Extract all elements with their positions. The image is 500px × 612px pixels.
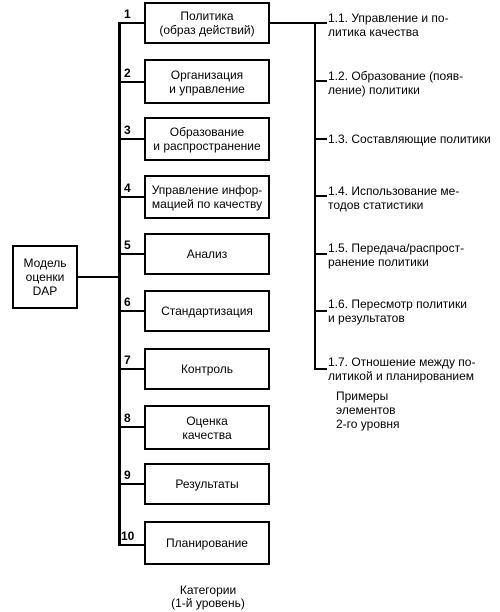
subitem-connector-3 — [315, 138, 327, 140]
category-connector-10 — [120, 544, 144, 546]
category-box-4: Управление инфор- мацией по качеству — [144, 175, 270, 219]
subitem-connector-4 — [315, 195, 327, 197]
category-number-7: 7 — [124, 353, 131, 367]
category-connector-2 — [120, 81, 144, 83]
category-label-8: Оценка качества — [182, 413, 232, 442]
category-box-10: Планирование — [144, 521, 270, 565]
category-label-3: Образование и распространение — [153, 125, 261, 153]
category-number-2: 2 — [124, 66, 131, 80]
subitem-connector-5 — [315, 253, 327, 255]
category-number-10: 10 — [121, 529, 135, 543]
subitem-2: 1.2. Образование (появ- ление) политики — [328, 69, 464, 97]
category-label-1: Политика (образ действий) — [159, 9, 255, 37]
examples-label: Примеры элементов 2-го уровня — [336, 389, 400, 431]
category-number-8: 8 — [124, 411, 131, 425]
category-label-2: Организация и управление — [169, 67, 245, 96]
category-box-8: Оценка качества — [144, 405, 270, 450]
category-connector-7 — [120, 368, 144, 370]
category-label-10: Планирование — [166, 536, 248, 550]
category-number-9: 9 — [124, 468, 131, 482]
categories-label: Категории (1-й уровень) — [171, 583, 245, 610]
category-connector-9 — [120, 483, 144, 485]
category-number-1: 1 — [124, 7, 131, 21]
category-box-5: Анализ — [144, 233, 270, 275]
category-connector-3 — [120, 138, 144, 140]
category-connector-4 — [120, 196, 144, 198]
category-box-7: Контроль — [144, 348, 270, 390]
subitem-3: 1.3. Составляющие политики — [328, 132, 491, 146]
subitem-connector — [270, 22, 316, 24]
subitem-connector-6 — [315, 310, 327, 312]
category-number-3: 3 — [124, 123, 131, 137]
subitem-1: 1.1. Управление и по- литика качества — [328, 11, 449, 39]
category-number-4: 4 — [124, 181, 131, 195]
category-label-5: Анализ — [186, 247, 228, 261]
category-spine — [118, 22, 121, 546]
category-box-3: Образование и распространение — [144, 117, 270, 161]
model-box-label: Модель оценки DAP — [23, 256, 67, 298]
category-label-9: Результаты — [175, 477, 239, 491]
category-connector-8 — [120, 426, 144, 428]
subitem-6: 1.6. Пересмотр политики и результатов — [328, 297, 467, 325]
subitem-connector-1 — [315, 22, 327, 24]
category-box-9: Результаты — [144, 463, 270, 505]
category-connector-6 — [120, 310, 144, 312]
subitem-4: 1.4. Использование ме- тодов статистики — [328, 184, 460, 212]
category-box-1: Политика (образ действий) — [144, 2, 270, 44]
subitem-7: 1.7. Отношение между по- литикой и плани… — [328, 355, 476, 383]
subitem-connector-2 — [315, 80, 327, 82]
model-box: Модель оценки DAP — [12, 245, 78, 309]
category-label-4: Управление инфор- мацией по качеству — [151, 183, 263, 211]
category-connector-1 — [120, 22, 144, 24]
category-label-6: Стандартизация — [161, 304, 253, 318]
subitem-connector-7 — [315, 368, 327, 370]
category-box-2: Организация и управление — [144, 59, 270, 104]
category-label-7: Контроль — [180, 362, 234, 376]
model-connector — [78, 276, 120, 278]
subitem-5: 1.5. Передача/распрост- ранение политики — [328, 241, 465, 269]
category-number-6: 6 — [124, 295, 131, 309]
category-number-5: 5 — [124, 238, 131, 252]
category-box-6: Стандартизация — [144, 290, 270, 332]
category-connector-5 — [120, 253, 144, 255]
